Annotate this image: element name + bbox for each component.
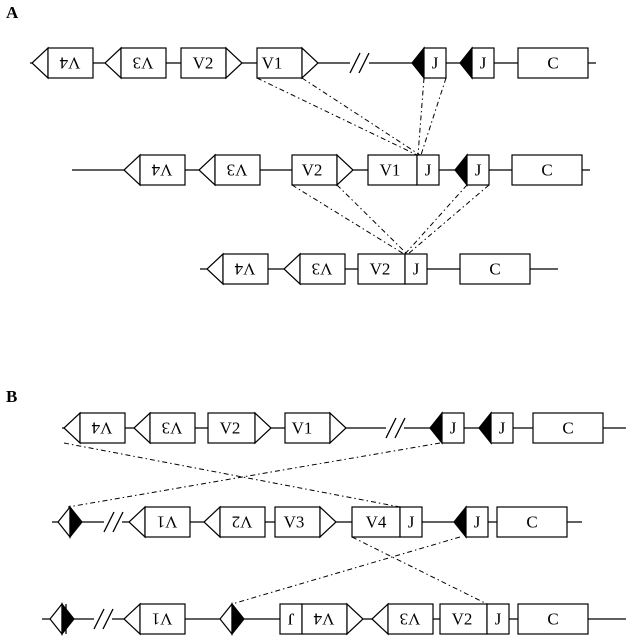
gene-segment-v2: V2 xyxy=(207,411,272,445)
gene-segment-v3-inverted: V3 xyxy=(133,411,196,445)
segment-label: C xyxy=(547,54,558,73)
segment-label: V3 xyxy=(312,260,333,279)
rearranged-v2-j: V2 J xyxy=(439,603,510,635)
panel-label-b: B xyxy=(6,387,17,406)
segment-label: V3 xyxy=(133,54,154,73)
row-b2-inversion: V1 V2 V3 V4 J J C xyxy=(52,505,582,539)
gene-segment-v3: V3 xyxy=(274,505,337,539)
gene-segment-j2: J xyxy=(459,46,495,80)
segment-label: C xyxy=(562,419,573,438)
gene-segment-v2-inverted: V2 xyxy=(203,505,266,539)
segment-label: V3 xyxy=(227,161,248,180)
gene-segment-v3-inverted: V3 xyxy=(283,252,346,286)
panel-label-a: A xyxy=(6,3,19,22)
segment-label: V1 xyxy=(157,513,178,532)
rearranged-v4-j: V4 J xyxy=(351,506,423,538)
segment-label: J xyxy=(287,610,294,629)
gene-segment-v2: V2 xyxy=(180,46,243,80)
segment-label: V3 xyxy=(284,513,305,532)
rearranged-v1-j: V1 J xyxy=(367,154,440,186)
gene-segment-c: C xyxy=(517,603,589,635)
gene-segment-c: C xyxy=(459,253,531,285)
recombination-lines-a2-a3 xyxy=(291,184,490,255)
gene-segment-j2: J xyxy=(478,411,514,445)
gene-segment-v3-inverted: V3 xyxy=(198,153,261,187)
segment-label: J xyxy=(475,161,482,180)
segment-label: C xyxy=(489,260,500,279)
segment-label: V4 xyxy=(234,260,255,279)
recombination-lines-a1-a2 xyxy=(256,77,447,156)
gene-segment-j1: J xyxy=(429,411,465,445)
segment-label: V4 xyxy=(59,54,80,73)
segment-label: V4 xyxy=(313,610,334,629)
segment-label: V1 xyxy=(380,161,401,180)
segment-label: V3 xyxy=(162,419,183,438)
gene-segment-v4-inverted: V4 xyxy=(206,252,269,286)
gene-segment-v2: V2 xyxy=(291,153,354,187)
gene-segment-j2: J xyxy=(454,153,490,187)
segment-label: J xyxy=(425,161,432,180)
segment-label: J xyxy=(474,513,481,532)
segment-label: J xyxy=(495,610,502,629)
gene-segment-v1-inverted: V1 xyxy=(128,505,191,539)
segment-label: V2 xyxy=(452,610,473,629)
rearranged-v2-j: V2 J xyxy=(357,253,428,285)
segment-label: J xyxy=(480,54,487,73)
segment-label: V2 xyxy=(220,419,241,438)
segment-label: C xyxy=(526,513,537,532)
segment-label: V2 xyxy=(370,260,391,279)
segment-label: C xyxy=(541,161,552,180)
row-a2-first-rearrangement: V4 V3 V2 V1 J J C xyxy=(72,153,590,187)
segment-label: V4 xyxy=(366,513,387,532)
gene-segment-v3-inverted: V3 xyxy=(371,602,434,636)
signal-sequence-pair xyxy=(49,602,75,636)
signal-sequence-pair xyxy=(219,602,245,636)
gene-segment-c: C xyxy=(532,412,604,444)
segment-label: V4 xyxy=(91,419,112,438)
row-a3-second-rearrangement: V4 V3 V2 J C xyxy=(200,252,558,286)
segment-label: V3 xyxy=(400,610,421,629)
recombination-lines-b1-b2 xyxy=(63,442,441,508)
inverted-v4-j: J V4 xyxy=(279,602,364,636)
gene-segment-v3-inverted: V3 xyxy=(104,46,167,80)
gene-segment-v1-inverted: V1 xyxy=(123,602,186,636)
segment-label: J xyxy=(450,419,457,438)
segment-label: V1 xyxy=(262,54,283,73)
segment-label: V1 xyxy=(292,419,313,438)
row-b1-germline: V4 V3 V2 V1 J J C xyxy=(62,411,626,445)
gene-segment-v1: V1 xyxy=(284,411,347,445)
gene-segment-v4-inverted: V4 xyxy=(63,411,126,445)
segment-label: J xyxy=(499,419,506,438)
gene-segment-j1: J xyxy=(411,46,447,80)
segment-label: J xyxy=(408,513,415,532)
recombination-lines-b2-b3 xyxy=(231,536,488,605)
segment-label: V4 xyxy=(151,161,172,180)
segment-label: V2 xyxy=(193,54,214,73)
gene-segment-v1: V1 xyxy=(256,46,319,80)
gene-segment-v4-inverted: V4 xyxy=(123,153,186,187)
segment-label: C xyxy=(547,610,558,629)
gene-segment-c: C xyxy=(511,154,583,186)
gene-segment-c: C xyxy=(517,47,589,79)
segment-label: J xyxy=(432,54,439,73)
segment-label: V2 xyxy=(232,513,253,532)
segment-label: V1 xyxy=(152,610,173,629)
segment-label: V2 xyxy=(302,161,323,180)
gene-segment-j2: J xyxy=(453,505,489,539)
segment-label: J xyxy=(413,260,420,279)
row-b3-second-inversion: V1 J V4 V3 V2 J C xyxy=(42,602,626,636)
gene-segment-v4-inverted: V4 xyxy=(31,46,94,80)
gene-segment-c: C xyxy=(496,506,568,538)
row-a1-germline: V4 V3 V2 V1 J J C xyxy=(30,46,596,80)
signal-sequence-pair xyxy=(57,505,83,539)
